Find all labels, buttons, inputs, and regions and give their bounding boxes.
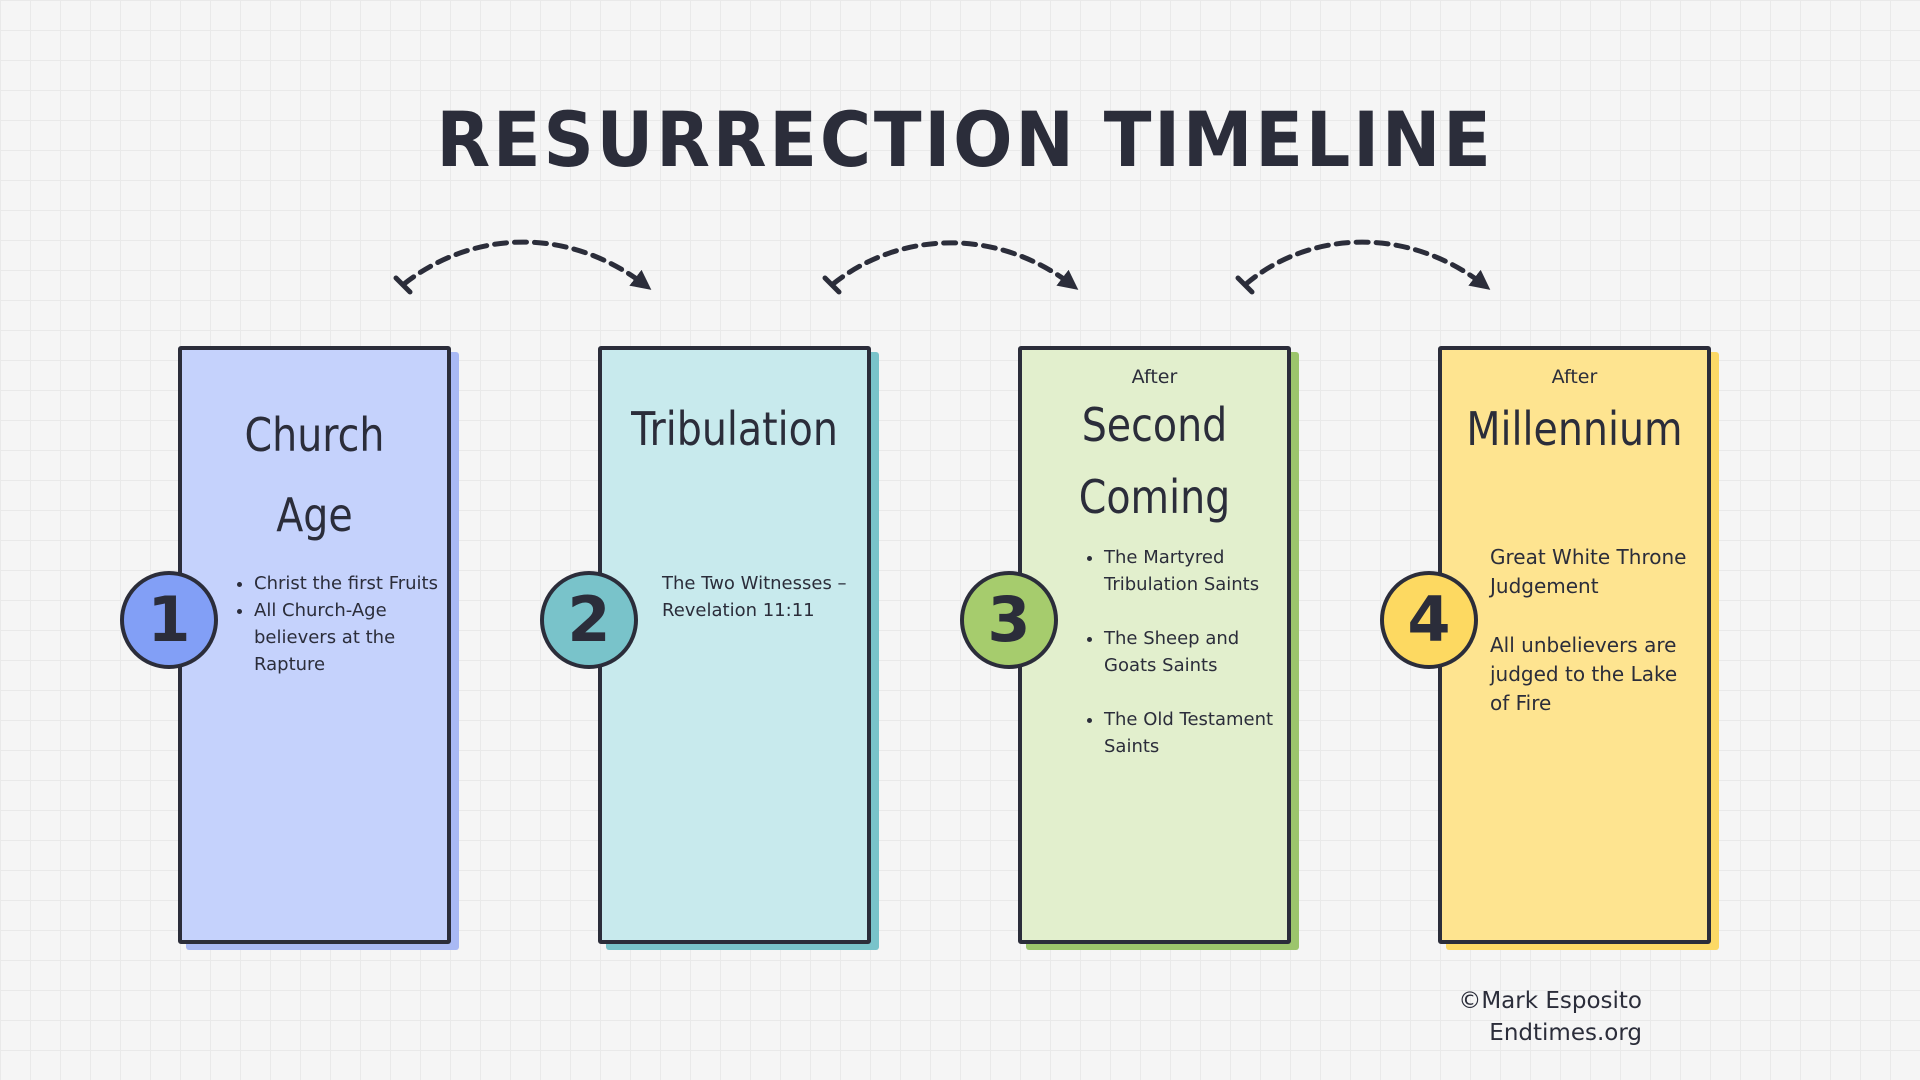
stage-card-church-age: Church Age Christ the first Fruits All C… bbox=[178, 346, 451, 944]
stage-pre-label: After bbox=[1551, 366, 1598, 388]
list-item: Christ the first Fruits bbox=[254, 570, 444, 597]
list-item: The Sheep and Goats Saints bbox=[1104, 625, 1294, 679]
stage-heading: Age bbox=[276, 488, 353, 542]
credit: ©Mark Esposito Endtimes.org bbox=[1458, 985, 1642, 1049]
list-item: All Church-Age believers at the Rapture bbox=[254, 597, 444, 678]
stage-body-text: The Two Witnesses – Revelation 11:11 bbox=[662, 573, 847, 621]
arrow-2-3 bbox=[822, 240, 1079, 295]
list-item: The Old Testament Saints bbox=[1104, 706, 1294, 760]
arrow-1-2 bbox=[393, 239, 652, 295]
stage-list: The Martyred Tribulation Saints The Shee… bbox=[1082, 544, 1294, 787]
step-number-badge: 3 bbox=[960, 571, 1058, 669]
stage-pre-label: After bbox=[1131, 366, 1178, 388]
stage-heading: Second bbox=[1081, 398, 1228, 452]
credit-author: ©Mark Esposito bbox=[1458, 988, 1642, 1014]
stage-heading: Coming bbox=[1078, 470, 1231, 524]
stage-heading: Tribulation bbox=[631, 402, 838, 456]
step-number-badge: 1 bbox=[120, 571, 218, 669]
stage-card-tribulation: Tribulation The Two Witnesses – Revelati… bbox=[598, 346, 871, 944]
stage-list: Christ the first Fruits All Church-Age b… bbox=[232, 570, 444, 678]
stage-heading: Church bbox=[244, 408, 385, 462]
stage-body-text: Great White Throne Judgement bbox=[1490, 545, 1687, 598]
stage-heading: Millennium bbox=[1466, 402, 1683, 456]
step-number-badge: 4 bbox=[1380, 571, 1478, 669]
stage-body-text: All unbelievers are judged to the Lake o… bbox=[1490, 633, 1678, 715]
stage-card-millennium: After Millennium Great White Throne Judg… bbox=[1438, 346, 1711, 944]
page-title: RESURRECTION TIMELINE bbox=[436, 95, 1494, 184]
list-item: The Martyred Tribulation Saints bbox=[1104, 544, 1294, 598]
credit-site: Endtimes.org bbox=[1489, 1020, 1642, 1046]
stage-card-second-coming: After Second Coming The Martyred Tribula… bbox=[1018, 346, 1291, 944]
step-number-badge: 2 bbox=[540, 571, 638, 669]
arrow-3-4 bbox=[1235, 239, 1491, 295]
